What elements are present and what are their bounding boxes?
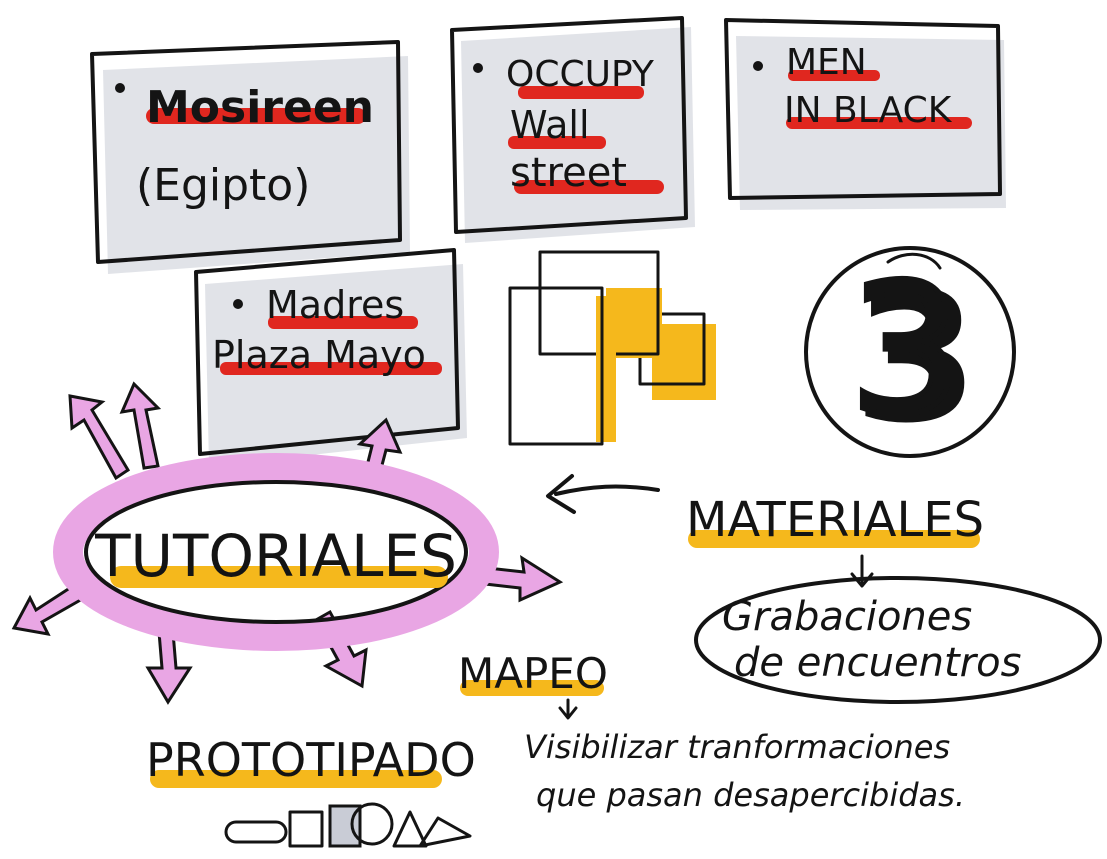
yellow-highlight xyxy=(150,770,442,788)
materiales-sub-line2: de encuentros xyxy=(734,640,1021,686)
card-mosireen-subtitle: (Egipto) xyxy=(136,160,310,211)
card-madres: Madres Plaza Mayo xyxy=(194,248,467,466)
card-madres-line2: Plaza Mayo xyxy=(212,333,426,377)
materiales-oval xyxy=(694,576,1102,704)
red-highlight xyxy=(268,316,418,329)
red-highlight xyxy=(220,362,442,375)
red-highlight xyxy=(146,108,366,124)
tutoriales-pink-halo xyxy=(53,453,499,651)
bullet-dot-icon xyxy=(753,61,763,71)
card-occupy-line1: OCCUPY xyxy=(506,54,655,95)
prototipado-label: PROTOTIPADO xyxy=(146,733,476,787)
yellow-highlight xyxy=(460,680,604,696)
card-men-in-black-border xyxy=(724,18,1002,200)
red-highlight xyxy=(788,70,880,81)
tutoriales-cluster: TUTORIALES xyxy=(11,381,564,705)
yellow-highlight xyxy=(110,566,448,588)
card-occupy-line2: Wall xyxy=(510,103,590,147)
arrow-down-icon xyxy=(558,698,578,720)
mapeo-desc-line1: Visibilizar tranformaciones xyxy=(524,728,950,766)
red-highlight xyxy=(508,136,606,149)
card-occupy-border xyxy=(450,16,688,234)
bullet-dot-icon xyxy=(233,299,243,309)
arrow-down-icon xyxy=(850,554,874,588)
card-mosireen-title: Mosireen xyxy=(146,82,374,133)
red-highlight xyxy=(786,117,972,129)
card-madres-line1: Madres xyxy=(266,283,404,327)
outward-arrows-icon xyxy=(11,381,564,705)
prototipado-block: PROTOTIPADO xyxy=(146,733,476,848)
tutoriales-oval xyxy=(84,480,468,624)
materiales-sub-line1: Grabaciones xyxy=(722,594,972,640)
number-badge-circle xyxy=(804,246,1016,458)
number-badge-shadow: 3 xyxy=(853,254,978,463)
card-mosireen: Mosireen (Egipto) xyxy=(90,40,410,274)
materiales-block: MATERIALES Grabaciones de encuentros xyxy=(686,492,1102,704)
prototype-tools-icon xyxy=(224,802,472,848)
bullet-dot-icon xyxy=(473,63,483,73)
red-highlight xyxy=(514,180,664,194)
tutoriales-label: TUTORIALES xyxy=(94,522,457,590)
arrow-left-icon xyxy=(546,474,660,514)
yellow-highlight xyxy=(688,530,980,548)
card-men-in-black: MEN IN BLACK xyxy=(724,18,1006,210)
card-occupy: OCCUPY Wall street xyxy=(450,16,695,243)
red-highlight xyxy=(518,86,644,99)
stacked-documents-icon xyxy=(508,250,716,446)
mapeo-desc-line2: que pasan desapercibidas. xyxy=(536,776,965,814)
materiales-label: MATERIALES xyxy=(686,492,984,548)
bullet-dot-icon xyxy=(115,83,125,93)
card-men-line1: MEN xyxy=(786,42,867,83)
mapeo-block: MAPEO Visibilizar tranformaciones que pa… xyxy=(458,649,965,814)
number-badge-value: 3 xyxy=(849,246,964,455)
card-occupy-line3: street xyxy=(510,150,627,196)
card-madres-border xyxy=(194,248,460,456)
number-badge: 3 3 xyxy=(804,244,1016,463)
card-men-line2: IN BLACK xyxy=(784,90,953,131)
mapeo-label: MAPEO xyxy=(458,649,608,698)
card-mosireen-border xyxy=(90,40,402,264)
